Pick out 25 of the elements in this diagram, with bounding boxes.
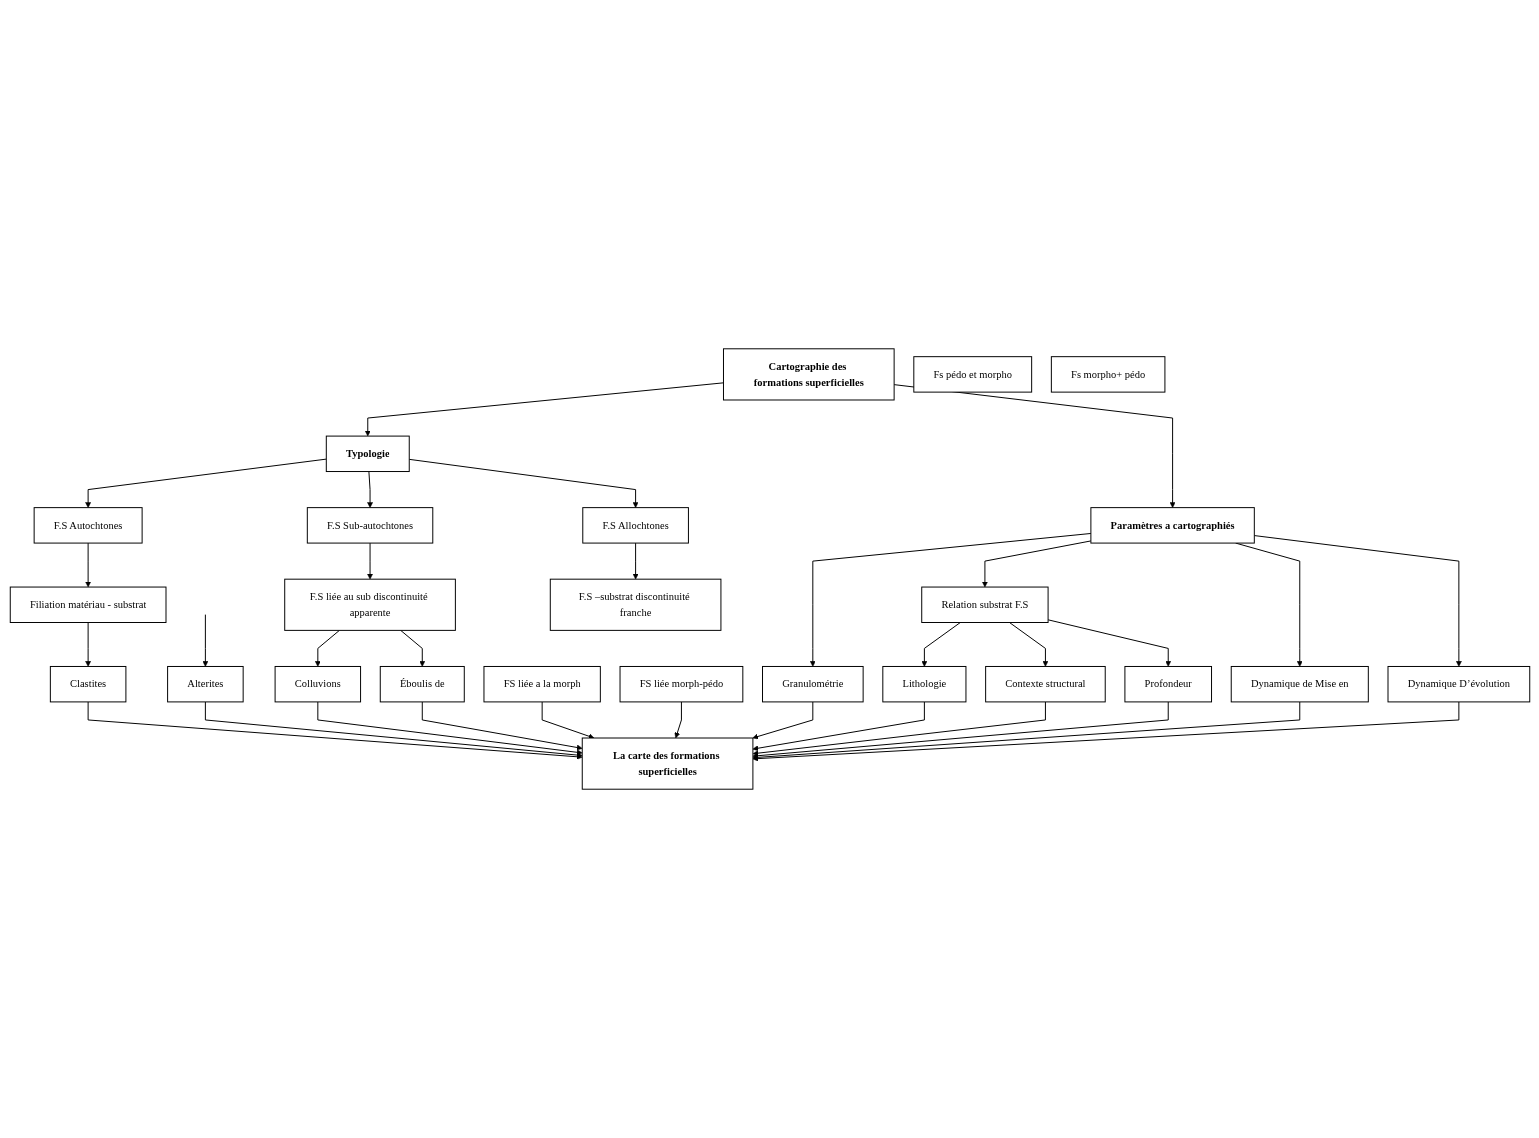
node-box: Dynamique D’évolution bbox=[1387, 666, 1530, 703]
node-box: Alterites bbox=[166, 666, 244, 703]
node-box: Typologie bbox=[325, 435, 410, 472]
node-box: Dynamique de Mise en bbox=[1230, 666, 1369, 703]
node-box: F.S liée au sub discontinuité apparente bbox=[283, 578, 456, 631]
node-box: Relation substrat F.S bbox=[920, 586, 1049, 623]
node-box: Colluvions bbox=[274, 666, 361, 703]
node-box: FS liée morph-pédo bbox=[619, 666, 743, 703]
node-box: La carte des formations superficielles bbox=[581, 737, 753, 790]
node-box: Clastites bbox=[49, 666, 126, 703]
node-box: Granulométrie bbox=[761, 666, 864, 703]
node-box: Éboulis de bbox=[379, 666, 465, 703]
node-box: F.S –substrat discontinuité franche bbox=[549, 578, 721, 631]
node-box: Contexte structural bbox=[984, 666, 1106, 703]
node-box: Fs pédo et morpho bbox=[912, 356, 1032, 393]
node-box: FS liée a la morph bbox=[482, 666, 601, 703]
node-box: F.S Autochtones bbox=[33, 507, 143, 544]
node-box: Paramètres a cartographiés bbox=[1089, 507, 1255, 544]
node-box: Lithologie bbox=[881, 666, 966, 703]
node-box: F.S Sub-autochtones bbox=[306, 507, 433, 544]
node-box: F.S Allochtones bbox=[581, 507, 689, 544]
node-box: Fs morpho+ pédo bbox=[1050, 356, 1165, 393]
node-box: Filiation matériau - substrat bbox=[9, 586, 166, 623]
node-box: Profondeur bbox=[1123, 666, 1212, 703]
node-box: Cartographie des formations superficielles bbox=[722, 348, 895, 401]
